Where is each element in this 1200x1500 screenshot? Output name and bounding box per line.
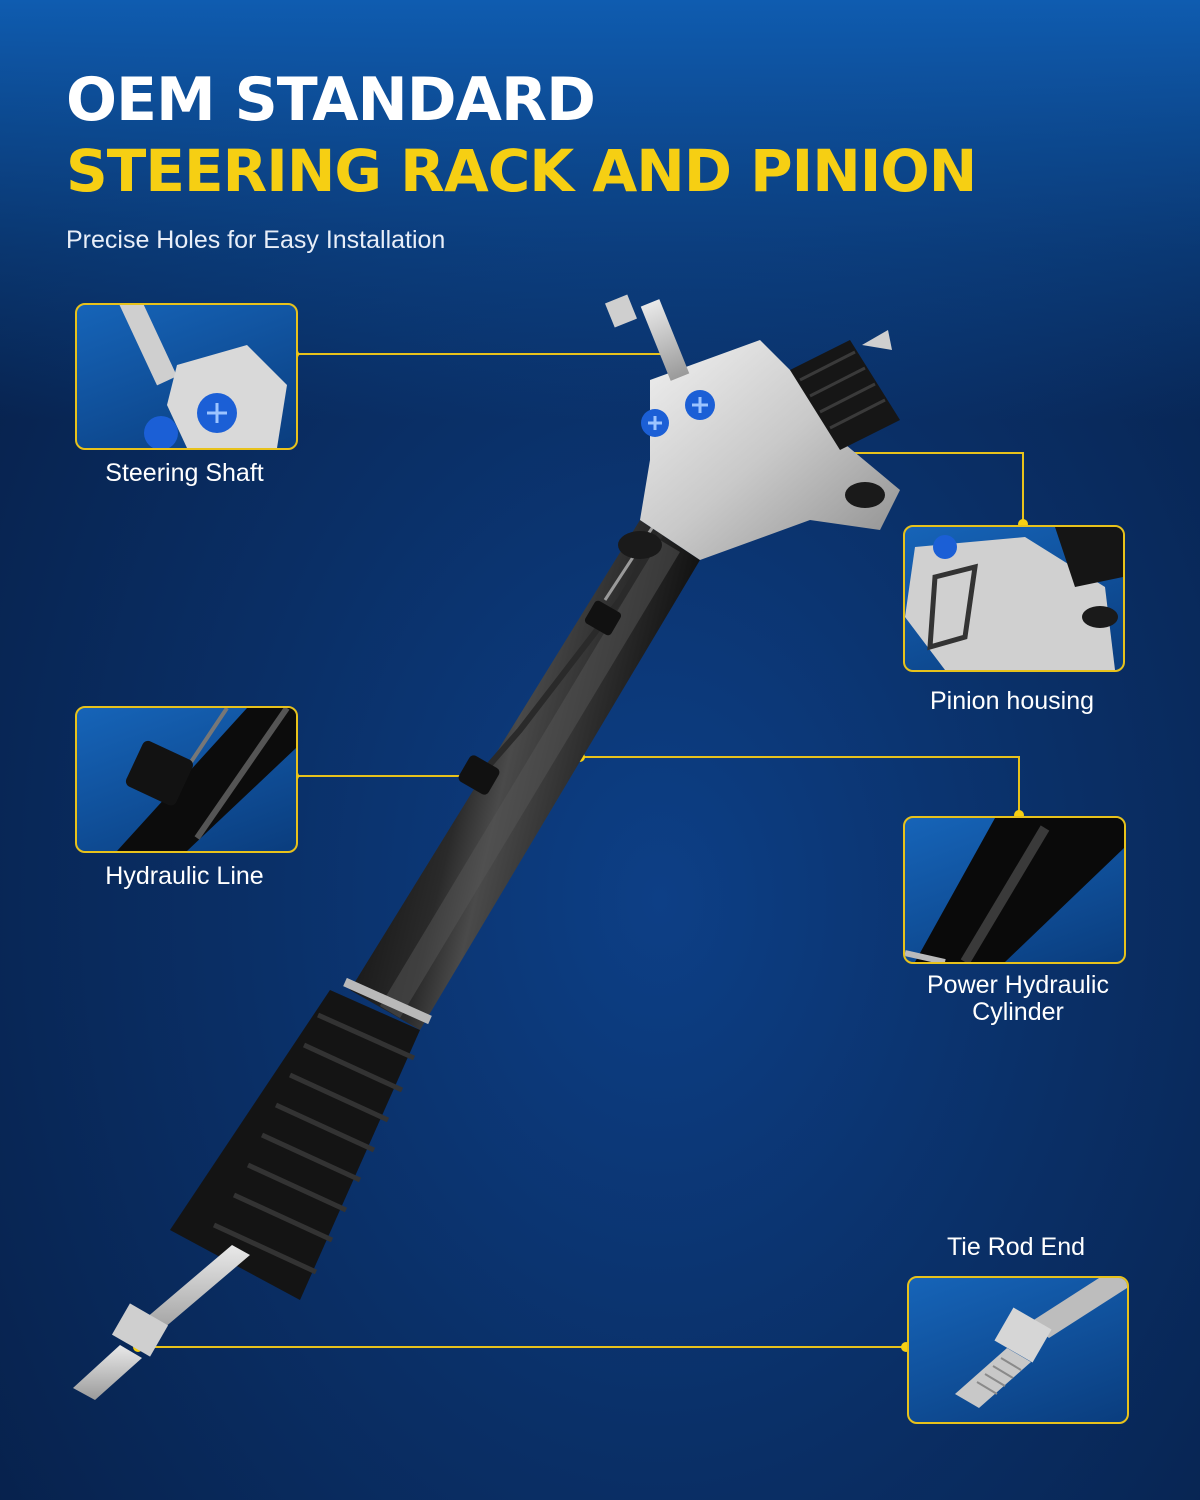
- callout-label-power-cylinder: Power Hydraulic Cylinder: [926, 971, 1109, 1026]
- hydraulic-line-closeup-icon: [117, 708, 296, 851]
- upper-boot: [790, 340, 900, 450]
- connector-pinion-housing: [816, 452, 1024, 524]
- callout-steering-shaft: [75, 303, 298, 450]
- inner-tie-rod: [132, 1245, 250, 1340]
- callout-tie-rod-end: [907, 1276, 1129, 1424]
- callout-label-pinion-housing: Pinion housing: [929, 687, 1094, 715]
- steering-shaft: [640, 299, 690, 381]
- steering-shaft-closeup-icon: [119, 305, 287, 448]
- pinion-housing-closeup-icon: [905, 527, 1123, 670]
- subtitle: Precise Holes for Easy Installation: [66, 226, 446, 254]
- hydraulic-clip: [458, 755, 500, 795]
- threaded-tip: [73, 1345, 142, 1400]
- tie-rod-end-closeup-icon: [955, 1278, 1127, 1408]
- lower-boot: [170, 990, 420, 1300]
- title-line-2: STEERING RACK AND PINION: [66, 137, 977, 205]
- mount-bushing: [618, 531, 662, 559]
- hydraulic-pipe: [482, 468, 703, 772]
- title-line-1: OEM STANDARD: [66, 65, 596, 135]
- mount-bushing: [845, 482, 885, 508]
- callout-label-hydraulic-line: Hydraulic Line: [105, 862, 264, 890]
- connector-power-cylinder: [580, 756, 1020, 815]
- power-cylinder-closeup-icon: [905, 818, 1124, 962]
- callout-power-cylinder: [903, 816, 1126, 964]
- callout-hydraulic-line: [75, 706, 298, 853]
- callout-label-tie-rod-end: Tie Rod End: [946, 1233, 1086, 1261]
- callout-pinion-housing: [903, 525, 1125, 672]
- callout-label-steering-shaft: Steering Shaft: [105, 459, 264, 487]
